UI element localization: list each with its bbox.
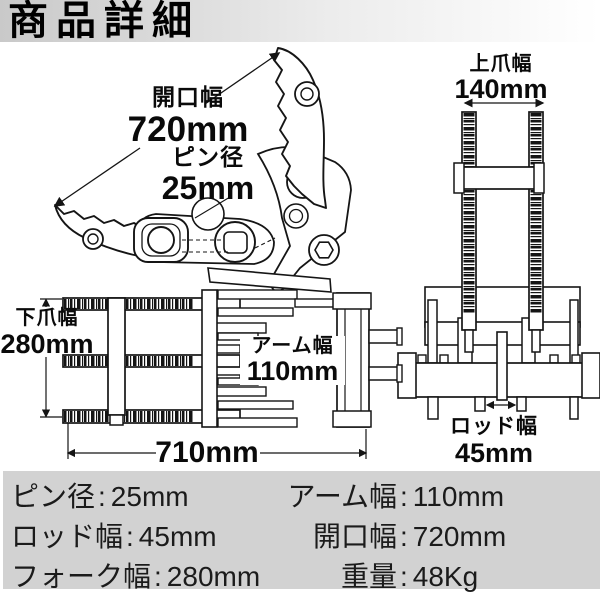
- clamp-plates: [201, 289, 340, 428]
- spec-weight: 重量:48Kg: [279, 555, 478, 595]
- link-plate: [207, 267, 332, 293]
- spec-row: ロッド幅:45mm 開口幅:720mm: [11, 515, 597, 555]
- main-beam: [397, 331, 600, 420]
- arm-width-dimension: アーム幅 110mm: [240, 336, 345, 385]
- upper-claw: [273, 47, 327, 209]
- opening-width-arrow: [53, 52, 281, 207]
- spec-colon: :: [126, 521, 134, 552]
- spec-panel: ピン径:25mm アーム幅:110mm ロッド幅:45mm 開口幅:720mm …: [3, 471, 600, 592]
- opening-width-label: 開口幅: [152, 84, 224, 110]
- spec-value: 280mm: [166, 561, 261, 592]
- spec-label: 開口幅: [312, 521, 397, 552]
- spec-value: 25mm: [110, 481, 189, 512]
- spec-colon: :: [400, 481, 408, 512]
- upper-claw-width-value: 140mm: [454, 74, 548, 104]
- rod-width-value: 45mm: [454, 438, 534, 468]
- diagram-area: 開口幅 720mm ピン径 25mm 上爪幅 140mm 下爪幅 280mm ア…: [0, 42, 600, 471]
- pin-diameter-label: ピン径: [172, 144, 244, 170]
- spec-value: 45mm: [138, 521, 217, 552]
- pin-diameter-dimension: ピン径 25mm: [148, 144, 268, 206]
- spec-value: 110mm: [412, 481, 505, 512]
- opening-width-value: 720mm: [127, 110, 249, 149]
- pivot-link-body: [133, 197, 276, 265]
- spec-arm-width: アーム幅:110mm: [279, 475, 505, 515]
- side-view-drawing: [53, 47, 352, 293]
- overall-length-value: 710mm: [155, 436, 259, 469]
- rod-width-label: ロッド幅: [450, 415, 538, 438]
- spec-pin-diameter: ピン径:25mm: [11, 475, 279, 515]
- pin-diameter-value: 25mm: [161, 170, 255, 206]
- spec-value: 720mm: [412, 521, 507, 552]
- header-bar: 商品詳細: [0, 0, 600, 42]
- lower-claw-width-value: 280mm: [0, 329, 94, 359]
- spec-fork-width: フォーク幅:280mm: [11, 555, 279, 595]
- spec-label: ピン径: [11, 481, 96, 512]
- spec-colon: :: [400, 561, 408, 592]
- spec-rod-width: ロッド幅:45mm: [11, 515, 279, 555]
- rod-width-dimension: ロッド幅 45mm: [444, 416, 544, 467]
- spec-label: 重量: [340, 561, 397, 592]
- front-view-drawing: [397, 98, 600, 420]
- spec-colon: :: [154, 561, 162, 592]
- spec-label: フォーク幅: [11, 561, 152, 592]
- spec-opening-width: 開口幅:720mm: [279, 515, 506, 555]
- page-title: 商品詳細: [8, 0, 200, 43]
- upper-claw-width-label: 上爪幅: [469, 53, 533, 75]
- spec-row: ピン径:25mm アーム幅:110mm: [11, 475, 597, 515]
- pin-leader-line: [194, 196, 231, 219]
- opening-width-dimension: 開口幅 720mm: [118, 84, 258, 149]
- crossbar: [453, 162, 545, 194]
- spec-row: フォーク幅:280mm 重量:48Kg: [11, 555, 597, 595]
- arm-width-value: 110mm: [246, 356, 339, 386]
- overall-length-arrow: [66, 423, 368, 459]
- spec-colon: :: [400, 521, 408, 552]
- lower-claw-width-dimension: 下爪幅 280mm: [0, 308, 94, 358]
- spec-label: アーム幅: [287, 481, 397, 512]
- tine-crossbar: [107, 297, 126, 426]
- arm-width-label: アーム幅: [251, 335, 334, 357]
- spec-label: ロッド幅: [11, 521, 124, 552]
- overall-length-dimension: 710mm: [153, 438, 261, 468]
- top-view-drawing: [40, 289, 403, 459]
- lower-claw-width-label: 下爪幅: [15, 307, 79, 329]
- spec-value: 48Kg: [412, 561, 479, 592]
- spec-colon: :: [98, 481, 106, 512]
- lower-claw-width-arrow: [40, 298, 62, 418]
- upper-claw-width-dimension: 上爪幅 140mm: [442, 54, 560, 103]
